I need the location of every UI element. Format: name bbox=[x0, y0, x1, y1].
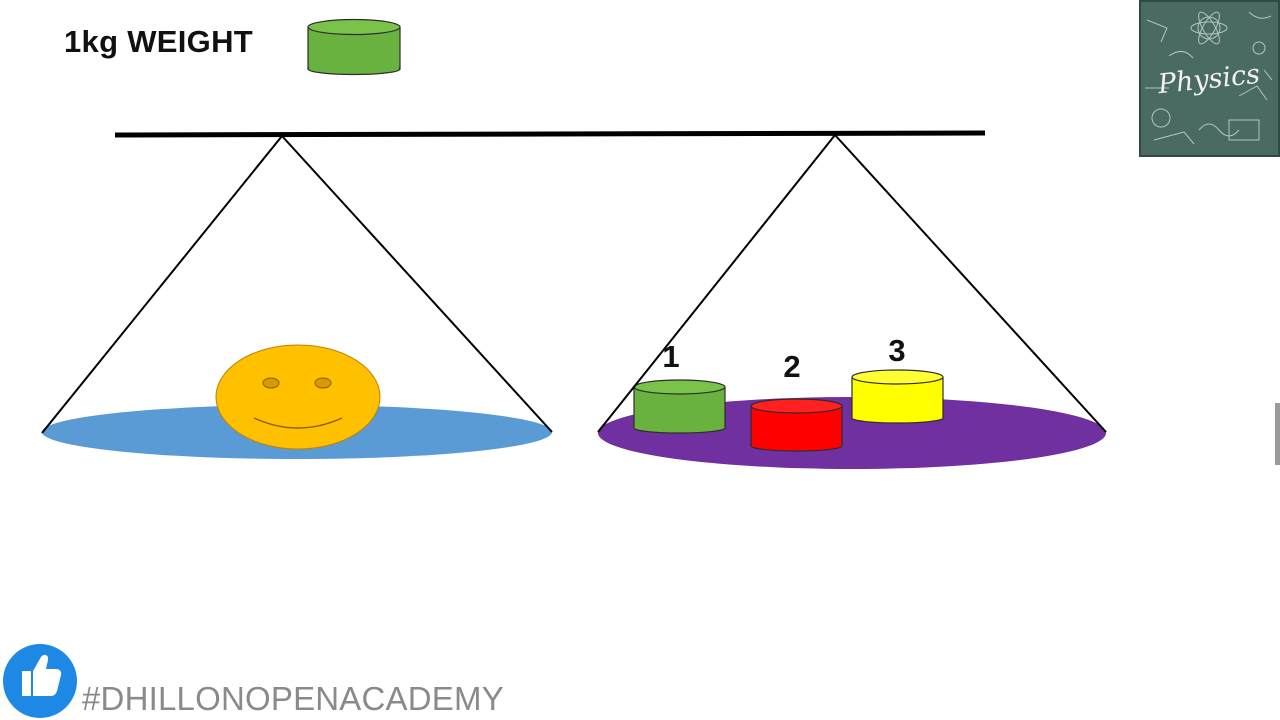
chalkboard-icon: Physics bbox=[1139, 0, 1280, 157]
weight-1-label: 1 bbox=[662, 339, 679, 374]
weight-3-label: 3 bbox=[888, 333, 905, 368]
edge-mark bbox=[1275, 403, 1280, 465]
legend-weight-icon bbox=[308, 20, 400, 75]
scale-beam bbox=[115, 133, 985, 135]
weight-2 bbox=[751, 399, 842, 451]
academy-hashtag: #DHILLONOPENACADEMY bbox=[82, 680, 504, 718]
weight-1 bbox=[634, 380, 725, 433]
physics-thumbnail: Physics bbox=[1139, 0, 1280, 157]
left-pan bbox=[42, 136, 552, 459]
right-pan: 1 2 3 bbox=[598, 135, 1106, 469]
smiley-face-icon bbox=[216, 345, 380, 449]
weight-3 bbox=[852, 370, 943, 423]
weight-2-label: 2 bbox=[783, 349, 800, 384]
thumbs-up-icon[interactable] bbox=[3, 644, 77, 718]
